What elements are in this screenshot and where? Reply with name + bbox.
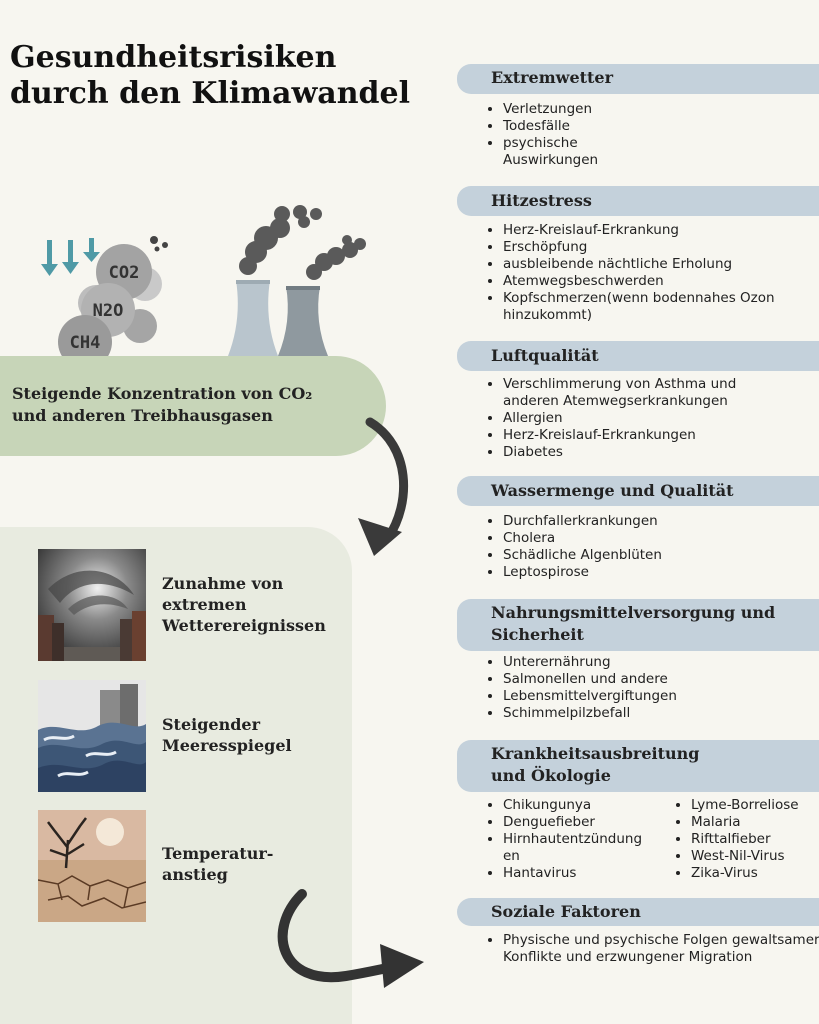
section-hitzestress: Hitzestress	[457, 186, 819, 216]
list-item: Verletzungen	[503, 101, 803, 118]
heading-line: und Ökologie	[491, 766, 611, 785]
particle	[154, 246, 160, 252]
list-item: West-Nil-Virus	[691, 848, 819, 865]
section-wasser: Wassermenge und Qualität	[457, 476, 819, 506]
list-item: Denguefieber	[503, 814, 645, 831]
curved-arrow-right-icon	[277, 889, 424, 988]
cause-line: Wetterereignissen	[162, 616, 326, 635]
list-item: Kopfschmerzen(wenn bodennahes Ozon hinzu…	[503, 290, 819, 324]
list-soziale: Physische und psychische Folgen gewaltsa…	[486, 932, 819, 966]
cause-line: extremen	[162, 595, 247, 614]
list-item: Lebensmittelvergiftungen	[503, 688, 803, 705]
list-extremwetter: Verletzungen Todesfälle psychische Auswi…	[486, 101, 803, 169]
greenhouse-gas-illustration: CO2 N2O CH4	[41, 236, 168, 369]
list-item: Malaria	[691, 814, 819, 831]
storm-city-image	[38, 549, 146, 661]
list-item: Chikungunya	[503, 797, 645, 814]
list-item: Herz-Kreislauf-Erkrankungen	[503, 427, 793, 444]
section-soziale: Soziale Faktoren	[457, 898, 819, 926]
section-heading: Soziale Faktoren	[491, 902, 641, 921]
list-krankheit-right: Lyme-Borreliose Malaria Rifttalfieber We…	[674, 797, 819, 882]
cause-line: Steigender	[162, 715, 260, 734]
page-title: Gesundheitsrisiken durch den Klimawandel	[10, 40, 410, 112]
list-item: Durchfallerkrankungen	[503, 513, 803, 530]
cause-extreme-weather: Zunahme von extremen Wetterereignissen	[162, 573, 326, 636]
list-nahrung: Unterernährung Salmonellen und andere Le…	[486, 654, 803, 722]
section-nahrung: Nahrungsmittelversorgung und Sicherheit	[457, 599, 819, 651]
section-krankheit: Krankheitsausbreitung und Ökologie	[457, 740, 819, 792]
list-item: Lyme-Borreliose	[691, 797, 819, 814]
down-arrows-icon	[41, 238, 100, 276]
smoke-icon	[239, 205, 366, 280]
list-item: Cholera	[503, 530, 803, 547]
cause-sea-level: Steigender Meeresspiegel	[162, 714, 292, 756]
list-item: Hirnhautentzündungen	[503, 831, 645, 865]
section-heading: Wassermenge und Qualität	[491, 481, 734, 500]
main-cause-line-2: und anderen Treibhausgasen	[12, 406, 273, 425]
main-cause-text: Steigende Konzentration von CO₂ und ande…	[12, 383, 312, 427]
list-wasser: Durchfallerkrankungen Cholera Schädliche…	[486, 513, 803, 581]
list-item: Atemwegsbeschwerden	[503, 273, 819, 290]
list-item: Physische und psychische Folgen gewaltsa…	[503, 932, 819, 966]
list-hitzestress: Herz-Kreislauf-Erkrankung Erschöpfung au…	[486, 222, 819, 324]
tower-right	[278, 286, 328, 356]
cause-line: anstieg	[162, 865, 228, 884]
section-heading: Luftqualität	[491, 346, 599, 365]
list-luftqualitaet: Verschlimmerung von Asthma und anderen A…	[486, 376, 793, 461]
flood-waves-image	[38, 680, 146, 792]
ch4-label: CH4	[70, 333, 101, 353]
section-heading: Hitzestress	[491, 191, 592, 210]
ch4-bubble	[58, 315, 112, 369]
list-item: Herz-Kreislauf-Erkrankung	[503, 222, 819, 239]
list-item: Salmonellen und andere	[503, 671, 803, 688]
particle	[162, 242, 168, 248]
main-cause-band: Steigende Konzentration von CO₂ und ande…	[0, 356, 386, 456]
heading-line: Krankheitsausbreitung	[491, 744, 700, 763]
list-item: Schädliche Algenblüten	[503, 547, 803, 564]
heading-line: Sicherheit	[491, 625, 584, 644]
n2o-label: N2O	[93, 301, 124, 321]
list-item: Diabetes	[503, 444, 793, 461]
section-luftqualitaet: Luftqualität	[457, 341, 819, 371]
list-item: Hantavirus	[503, 865, 645, 882]
list-item: Schimmelpilzbefall	[503, 705, 803, 722]
heading-line: Nahrungsmittelversorgung und	[491, 603, 776, 622]
list-item: Zika-Virus	[691, 865, 819, 882]
cause-line: Meeresspiegel	[162, 736, 292, 755]
co2-label: CO2	[109, 263, 140, 283]
list-item: Rifttalfieber	[691, 831, 819, 848]
drought-tree-image	[38, 810, 146, 922]
section-extremwetter: Extremwetter	[457, 64, 819, 94]
section-heading: Nahrungsmittelversorgung und Sicherheit	[491, 602, 775, 646]
particle	[150, 236, 158, 244]
list-item: Leptospirose	[503, 564, 803, 581]
title-line-2: durch den Klimawandel	[10, 76, 411, 111]
section-heading: Extremwetter	[491, 68, 614, 87]
list-item: Allergien	[503, 410, 793, 427]
section-heading: Krankheitsausbreitung und Ökologie	[491, 743, 699, 787]
list-item: ausbleibende nächtliche Erholung	[503, 256, 819, 273]
list-item: Erschöpfung	[503, 239, 819, 256]
list-krankheit-left: Chikungunya Denguefieber Hirnhautentzünd…	[486, 797, 645, 882]
title-line-1: Gesundheitsrisiken	[10, 40, 337, 75]
curved-arrow-down-icon	[358, 417, 408, 556]
list-item: Todesfälle	[503, 118, 803, 135]
main-cause-line-1: Steigende Konzentration von CO₂	[12, 384, 313, 403]
list-item: psychische Auswirkungen	[503, 135, 623, 169]
tower-left	[228, 280, 278, 356]
cooling-towers-icon	[228, 205, 366, 356]
list-item: Unterernährung	[503, 654, 803, 671]
cause-line: Zunahme von	[162, 574, 284, 593]
cause-temperature: Temperatur- anstieg	[162, 843, 273, 885]
cause-line: Temperatur-	[162, 844, 274, 863]
list-item: Verschlimmerung von Asthma und anderen A…	[503, 376, 793, 410]
